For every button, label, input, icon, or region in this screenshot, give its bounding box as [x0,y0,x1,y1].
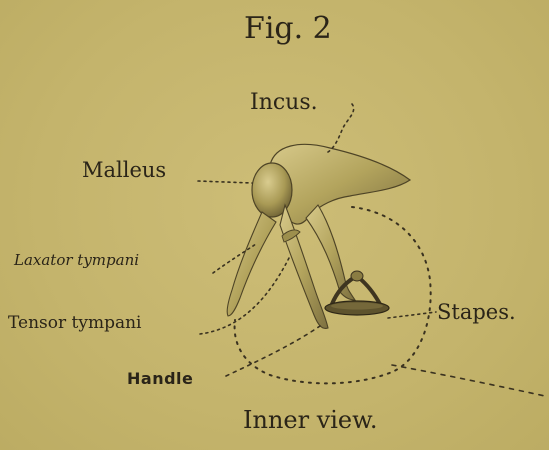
incus-label: Incus. [250,92,318,114]
figure-title: Fig. 2 [244,14,332,44]
malleus-leader [198,181,252,183]
incus-leader [328,104,354,152]
stapes-head [351,271,363,281]
tensor-tympani-label: Tensor tympani [8,315,141,332]
malleus-anterior-process [227,212,276,316]
handle-label: Handle [127,371,193,387]
stapes-label: Stapes. [437,302,516,323]
figure-caption: Inner view. [243,408,377,432]
malleus-label: Malleus [82,160,166,181]
outer-leader [392,365,545,396]
laxator-tympani-label: Laxator tympani [14,253,139,268]
